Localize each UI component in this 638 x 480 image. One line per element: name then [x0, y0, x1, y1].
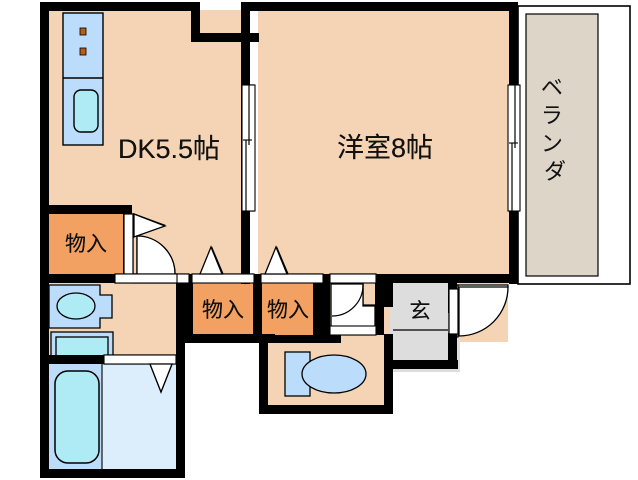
dk-hall-arc-overlay [136, 235, 176, 275]
wall-vestibule-right-top [375, 283, 384, 335]
vanity-basin [56, 292, 96, 320]
washroom-opening-sill-overlay[interactable] [114, 273, 178, 284]
folding-door-toilet-overlay[interactable] [329, 283, 377, 336]
veranda-track-overlay [507, 84, 521, 212]
veranda-char-1: ベ [541, 75, 563, 100]
bathroom [49, 364, 176, 469]
bedroom-hall-sill-overlay[interactable] [329, 273, 377, 284]
bedroom-room-label-top: 洋室8帖 [337, 133, 433, 163]
closet-hall-right-panel-overlay [260, 273, 324, 284]
entrance-arc-overlay [458, 286, 509, 337]
wall-between-closets-top [253, 283, 262, 335]
wall-bathroom-bottom-top [40, 469, 185, 478]
bedroom-floor [258, 10, 512, 280]
stove-burner-2 [79, 47, 87, 56]
wall-genkan-bottom-top [384, 360, 458, 369]
closet-dk: 物入 [48, 214, 124, 274]
wall-top-bedroom-top [250, 2, 518, 11]
kitchen-unit [62, 12, 104, 146]
genkan-label-top: 玄 [410, 300, 431, 323]
closet-hall-right-label: 物入 [267, 299, 309, 322]
wall-notch-vertical-top [191, 2, 200, 42]
entrance-door-overlay[interactable] [448, 286, 509, 337]
closet-hall-right-tri-overlay [264, 245, 288, 275]
wall-left-of-closets-top [185, 283, 193, 335]
bathroom-sill-overlay [103, 354, 177, 365]
folding-door-bathroom-overlay[interactable] [103, 354, 177, 394]
veranda-char-3: ン [541, 131, 563, 156]
veranda-char-2: ラ [541, 103, 563, 128]
folding-door-closet-hall-right-overlay[interactable] [260, 245, 324, 284]
closet-dk-label: 物入 [65, 233, 107, 256]
closet-hall-left-floor [193, 283, 254, 335]
wall-toilet-bottom-top [259, 405, 393, 414]
closet-hall-right: 物入 [262, 283, 314, 335]
folding-door-closet-hall-left-overlay[interactable] [191, 245, 255, 284]
veranda-label: ベ ラ ン ダ [541, 75, 569, 184]
wall-genkan-left-upper [384, 283, 393, 307]
genkan-tile [393, 283, 448, 361]
wall-vestibule-left-top [322, 283, 330, 335]
closet-hall-left-label: 物入 [202, 299, 244, 322]
closet-hall-left-panel-overlay [191, 273, 255, 284]
wall-notch-horizontal-top [191, 33, 259, 42]
dk-room-label-top: DK5.5帖 [118, 134, 220, 164]
veranda-char-4: ダ [544, 159, 566, 184]
wall-genkan-right-lower [448, 333, 457, 369]
closet-hall-right-floor [262, 283, 314, 335]
wall-hall-bottom-left-top [185, 334, 275, 343]
toilet-bowl [301, 354, 367, 394]
closet-dk-triangle-overlay [133, 213, 167, 238]
closet-hall-right-label-top: 物入 [267, 299, 309, 322]
closet-hall-left-label-top: 物入 [202, 299, 244, 322]
toilet-room [268, 343, 384, 405]
bathtub [54, 370, 100, 464]
closet-hall-left: 物入 [193, 283, 254, 335]
kitchen-sink [73, 89, 99, 133]
sliding-door-bedroom-veranda-overlay[interactable] [507, 84, 521, 212]
wall-bedroom-bottom-top [250, 274, 518, 283]
dk-room-label: DK5.5帖 [118, 134, 220, 164]
sliding-door-dk-bedroom-overlay[interactable] [241, 84, 256, 212]
stove-burner-1 [79, 27, 87, 36]
wall-dk-closet-top-top [48, 205, 132, 214]
wall-left-upper-top [40, 2, 49, 280]
veranda-area: ベ ラ ン ダ [517, 5, 631, 285]
genkan-label: 玄 [410, 300, 431, 323]
wall-washroom-right-top [176, 274, 185, 478]
wall-toilet-left-top [259, 334, 268, 414]
entrance-area: 玄 [393, 283, 448, 361]
closet-dk-panel-overlay [123, 213, 134, 275]
veranda-floor [525, 13, 599, 277]
closet-dk-floor [48, 214, 124, 274]
closet-hall-left-tri-overlay [199, 245, 223, 275]
wall-left-lower-top [40, 274, 49, 478]
wall-right-of-closets-top [313, 283, 322, 335]
toilet-sill-overlay [329, 325, 377, 336]
folding-door-closet-dk-overlay[interactable] [123, 213, 167, 275]
wall-toilet-right-top [384, 334, 393, 414]
bedroom-room-label: 洋室8帖 [337, 133, 433, 163]
wall-top-dk-top [48, 2, 200, 11]
entrance-panel-overlay [448, 288, 459, 335]
closet-dk-label-top: 物入 [65, 233, 107, 256]
wall-genkan-right-nub [448, 283, 457, 289]
bathroom-tri-overlay [149, 363, 173, 394]
toilet-folding-arc-overlay [331, 284, 364, 317]
